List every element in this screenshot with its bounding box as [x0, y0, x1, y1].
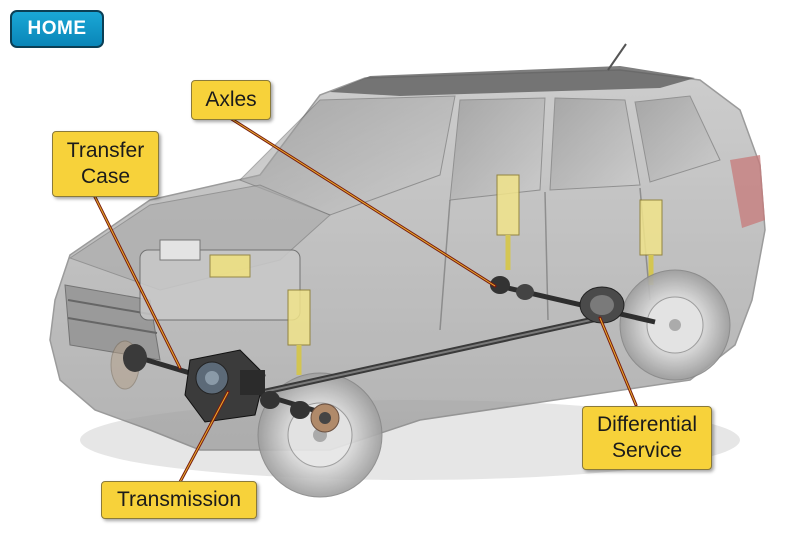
home-button[interactable]: HOME	[10, 10, 104, 48]
callout-transmission-label: Transmission	[116, 488, 242, 511]
callout-transfer-case-line2: Case	[80, 165, 131, 188]
axle-cv-joint	[490, 276, 534, 300]
quarter-window	[634, 95, 721, 183]
transmission-assembly	[184, 349, 266, 423]
callout-transmission[interactable]: Transmission	[101, 481, 257, 519]
tail-light	[730, 155, 765, 228]
side-window-rear	[549, 97, 641, 191]
rear-differential	[579, 286, 625, 324]
rear-wheel	[619, 269, 731, 381]
front-cv-joints	[123, 344, 310, 419]
side-window-front	[449, 97, 546, 201]
leader-line-highlights	[93, 117, 637, 483]
callout-differential-service[interactable]: Differential Service	[582, 406, 712, 470]
callout-differential-line1: Differential	[597, 413, 697, 436]
front-spring	[287, 289, 311, 375]
callout-transfer-case[interactable]: Transfer Case	[52, 131, 159, 197]
vehicle-roof	[330, 66, 695, 96]
callout-transfer-case-line1: Transfer	[66, 139, 145, 162]
rear-left-spring	[496, 174, 520, 270]
callout-differential-line2: Service	[611, 439, 683, 462]
callout-axles[interactable]: Axles	[191, 80, 271, 120]
callout-axles-label: Axles	[205, 88, 257, 111]
front-brake-rotor	[310, 403, 340, 433]
